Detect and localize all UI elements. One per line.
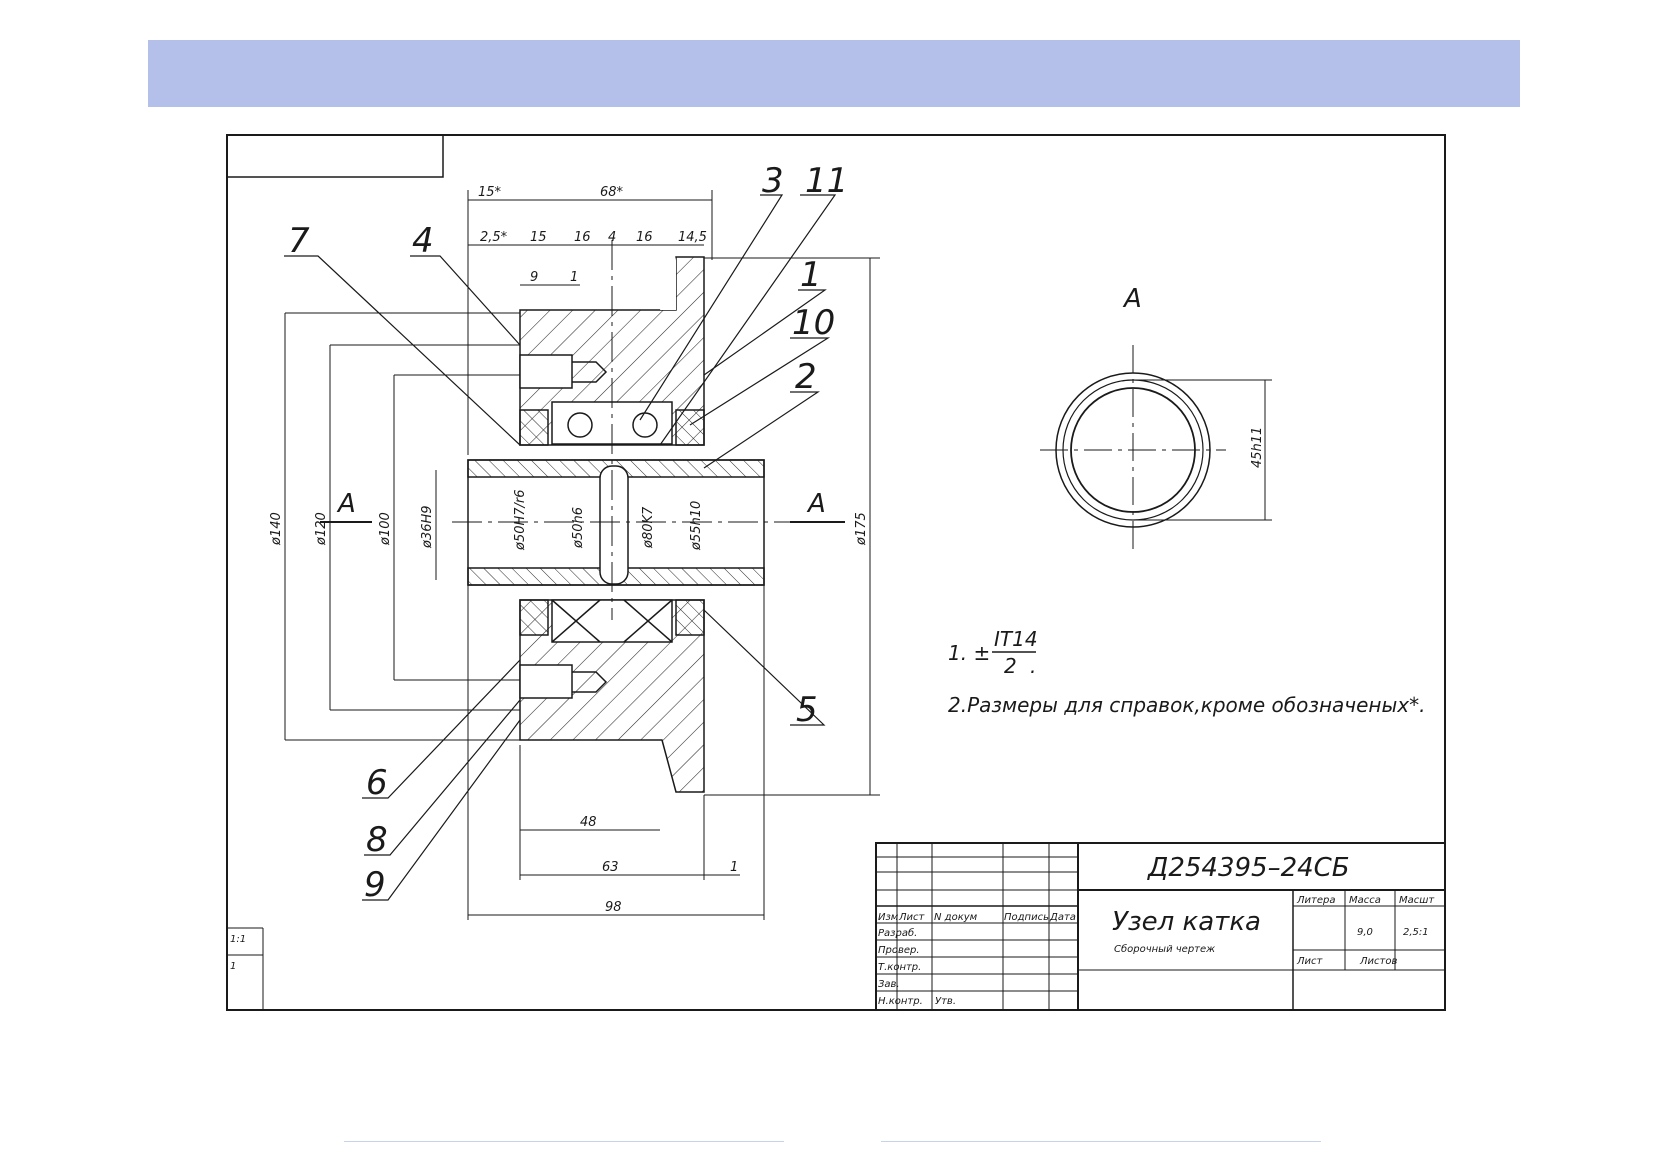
section-view [452, 240, 790, 793]
role-tkontr: Т.контр. [878, 962, 921, 973]
callout-1: 1 [800, 255, 822, 295]
title-subtitle: Сборочный чертеж [1114, 943, 1215, 955]
side-scale: 1:1 [230, 934, 246, 945]
role-zav: Зав. [878, 979, 900, 990]
footer-line-left [344, 1141, 784, 1142]
dim-63: 63 [602, 860, 619, 875]
header-bar [148, 40, 1520, 107]
section-label-left: А [336, 489, 356, 519]
section-label-right: А [806, 489, 826, 519]
callout-5: 5 [796, 690, 818, 730]
callout-7: 7 [288, 221, 310, 261]
dim-16b: 16 [636, 230, 653, 245]
note-1-prefix: 1. ± [948, 641, 990, 665]
sheets-label: Листов [1359, 956, 1397, 967]
dimension-lines [284, 190, 880, 920]
dim-d50h7r6: ø50H7/r6 [513, 489, 528, 551]
dim-d120: ø120 [314, 512, 329, 546]
view-a-label: А [1122, 284, 1142, 314]
leader-lines [284, 194, 837, 901]
dim-68-star: 68* [600, 185, 624, 200]
view-a [1040, 345, 1272, 555]
dim-9: 9 [530, 270, 538, 285]
note-1-suffix: . [1030, 654, 1036, 678]
dim-48: 48 [580, 815, 597, 830]
dim-15-star: 15* [478, 185, 502, 200]
footer-line-right [881, 1141, 1321, 1142]
dim-45h11: 45h11 [1250, 427, 1265, 468]
header-izm: Изм [878, 912, 899, 923]
header-list: Лист [898, 912, 926, 923]
dim-1-bottom: 1 [730, 860, 738, 875]
scale-value: 2,5:1 [1403, 927, 1429, 938]
header-ndokum: N докум [934, 912, 978, 923]
header-massa: Масса [1349, 895, 1381, 906]
callout-4: 4 [412, 221, 434, 261]
header-masshtab: Масшт [1399, 895, 1435, 906]
dim-d100: ø100 [378, 512, 393, 546]
dim-14-5: 14,5 [678, 230, 707, 245]
callout-11: 11 [805, 161, 848, 201]
title-designation: Д254395–24СБ [1147, 853, 1350, 883]
dim-2-5-star: 2,5* [480, 230, 508, 245]
title-name: Узел катка [1112, 907, 1261, 937]
note-1-denominator: 2 [1004, 654, 1017, 678]
drawing-frame [226, 134, 1446, 1011]
dim-d55h10: ø55h10 [689, 501, 704, 551]
header-podpis: Подпись [1004, 912, 1049, 923]
dim-d36h9: ø36H9 [420, 505, 435, 549]
callout-6: 6 [366, 763, 388, 803]
side-num: 1 [230, 961, 236, 972]
dim-16a: 16 [574, 230, 591, 245]
title-block [875, 842, 1446, 1011]
mass-value: 9,0 [1357, 927, 1373, 938]
dim-1-top: 1 [570, 270, 578, 285]
callout-2: 2 [795, 357, 817, 397]
role-utv: Утв. [935, 996, 956, 1007]
sheet-label: Лист [1296, 956, 1324, 967]
dim-4: 4 [608, 230, 616, 245]
dim-d80k7: ø80K7 [641, 506, 656, 549]
callout-10: 10 [792, 303, 835, 343]
callout-3: 3 [762, 161, 784, 201]
header-data: Дата [1049, 912, 1076, 923]
dim-d50h6: ø50h6 [571, 507, 586, 549]
dim-98: 98 [605, 900, 622, 915]
dim-d175: ø175 [854, 512, 869, 546]
header-litera: Литера [1296, 895, 1335, 906]
callout-8: 8 [366, 820, 388, 860]
note-1-numerator: IT14 [994, 627, 1038, 651]
role-nkontr: Н.контр. [878, 996, 923, 1007]
callout-9: 9 [364, 865, 386, 905]
note-2: 2.Размеры для справок,кроме обозначеных*… [948, 693, 1425, 717]
role-razrab: Разраб. [878, 927, 917, 939]
dim-15: 15 [530, 230, 547, 245]
dim-d140: ø140 [269, 512, 284, 546]
role-prover: Провер. [878, 945, 920, 956]
